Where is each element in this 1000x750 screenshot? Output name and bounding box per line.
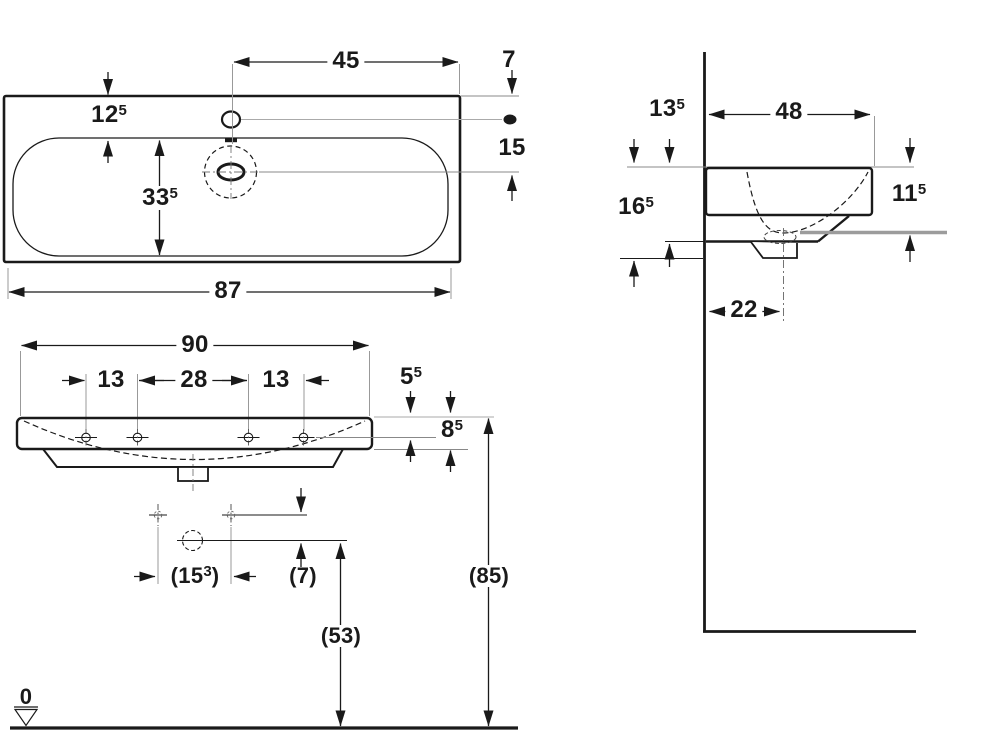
dim-rear-to-tap-7: 7 [502, 46, 516, 73]
dim-tap-to-drain-15: 15 [498, 134, 526, 161]
datum-marker [13, 706, 39, 727]
dim-dot-terminator [503, 114, 517, 125]
dim-top-to-holes-5-5: 55 [400, 363, 422, 390]
dim-floor-to-siphon-53: (53) [315, 625, 367, 647]
tap-hole [220, 110, 242, 129]
dim-wall-to-drain-22: 22 [725, 298, 763, 322]
side-view [620, 52, 947, 633]
dim-depth-48: 48 [770, 100, 808, 124]
top-view [2, 57, 519, 299]
dim-supply-to-siphon-7: (7) [289, 563, 317, 588]
dim-side-16-5: 165 [618, 193, 654, 220]
dim-supply-spacing-15-3: (153) [170, 563, 220, 588]
side-view-drain-dashed [763, 230, 797, 244]
side-view-trap [750, 241, 798, 259]
supply-point-left [149, 504, 167, 526]
dim-side-13-5: 135 [649, 95, 685, 122]
siphon-outlet-dashed [181, 529, 204, 552]
dim-hole-spacing-28: 28 [175, 368, 213, 392]
dim-front-width-90: 90 [176, 333, 214, 357]
dim-top-width-87: 87 [209, 279, 247, 303]
dim-hole-spacing-13-right: 13 [262, 366, 290, 393]
dim-hole-spacing-13-left: 13 [97, 366, 125, 393]
datum-zero-label: 0 [19, 684, 33, 709]
overflow-slot [225, 138, 237, 143]
dim-tap-to-edge-45: 45 [327, 49, 365, 73]
top-view-inner-rim [12, 137, 449, 257]
fixing-hole-1 [75, 429, 97, 446]
fixing-hole-4 [292, 429, 315, 446]
side-view-basin-outline [704, 166, 874, 217]
supply-point-right [222, 504, 240, 526]
fixing-hole-3 [237, 429, 260, 446]
front-view [10, 340, 518, 730]
dim-floor-to-rim-85: (85) [463, 565, 515, 587]
dim-bowl-depth-33-5: 335 [137, 186, 183, 210]
dim-side-11-5: 115 [891, 180, 927, 207]
front-view-bowl-dashed [23, 420, 366, 461]
datum-level-icon [13, 708, 39, 727]
dim-rear-rim-12-5: 125 [91, 101, 127, 128]
front-view-basin-outline [15, 416, 374, 451]
side-view-bowl-dashed [746, 171, 869, 234]
fixing-hole-2 [126, 429, 149, 446]
dim-edge-height-8-5: 85 [441, 416, 463, 443]
